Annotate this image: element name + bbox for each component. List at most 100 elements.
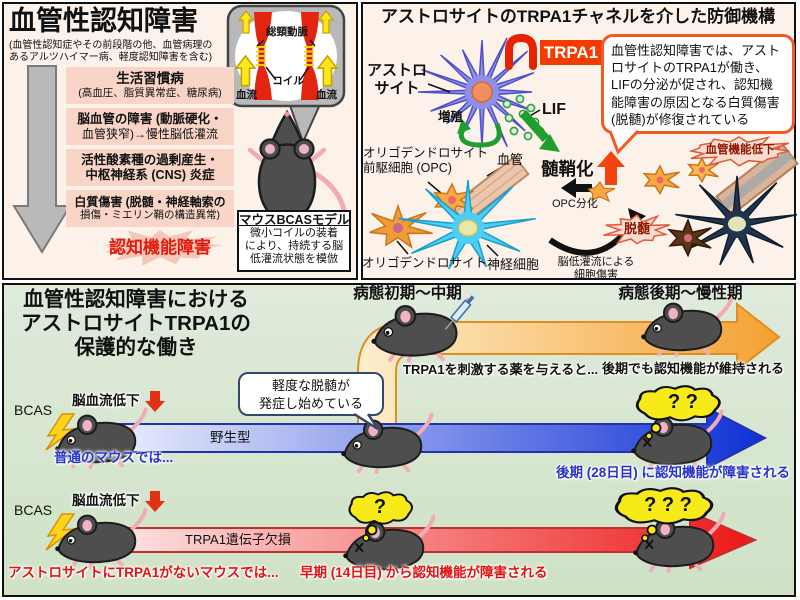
- cbf-down-arrow-icon: [145, 491, 165, 512]
- bcas-inset-body: [226, 4, 346, 108]
- cognitive-impairment-starburst: [105, 230, 222, 266]
- bloodflow-label-right: 血流: [316, 89, 337, 101]
- neuron-label: 神経細胞: [487, 257, 540, 272]
- stage-early-label: 病態初期〜中期: [353, 285, 462, 302]
- bcas-label-wt: BCAS: [14, 402, 53, 418]
- vascular-decline-starburst: [688, 136, 790, 167]
- bcas-model-text: 低灌流状態を模倣: [250, 252, 338, 265]
- opc-label-l2: 前駆細胞 (OPC): [363, 161, 452, 175]
- vessel-label: 血管: [497, 152, 524, 167]
- ko-mouse-note: アストロサイトにTRPA1がないマウスでは...: [8, 565, 279, 580]
- astrocyte-label: アストロ サイト: [366, 62, 428, 98]
- bcas-model-text: 微小コイルの装着: [250, 227, 338, 240]
- coil-label: コイル: [272, 75, 304, 87]
- drug-note: TRPA1を刺激する薬を与えると...: [403, 362, 599, 377]
- neuron-cell: [398, 179, 536, 270]
- factor-text: (高血圧、脂質異常症、糖尿病): [78, 87, 222, 100]
- subtitle-line2: あるアルツハイマー病、軽度認知障害を含む): [9, 52, 213, 63]
- opc-label-l1: オリゴデンドロサイト: [363, 146, 489, 160]
- bcas-model-text: により、持続する脳: [244, 240, 344, 253]
- bottom-title-l3: 保護的な働き: [74, 336, 198, 359]
- factor-text: 血管狭窄)→慢性脳低灌流: [82, 126, 218, 141]
- wildtype-arrow: [94, 406, 768, 470]
- knockout-arrow: [94, 510, 758, 570]
- late-impaired-note: 後期 (28日目) に認知機能が障害される: [556, 465, 791, 480]
- myelination-up-arrow-icon: [597, 151, 625, 185]
- hypoperfusion-l1: 脳低灌流による: [557, 256, 635, 268]
- thought-cloud-icon: [614, 486, 714, 542]
- demyelination-starburst: [603, 213, 670, 245]
- oligodendrocyte-cell: [369, 203, 433, 250]
- demyelination-onset-bubble: 軽度な脱髄が 発症し始めている: [238, 372, 384, 416]
- factor-text: 白質傷害 (脱髄・神経軸索の: [74, 195, 226, 210]
- factor-text: 中枢神経系 (CNS) 炎症: [85, 167, 215, 182]
- lif-label: LIF: [542, 101, 566, 118]
- factor-text: 生活習慣病: [116, 71, 184, 87]
- opc-label: オリゴデンドロサイト 前駆細胞 (OPC): [363, 146, 488, 176]
- bcas-model-box: マウスBCASモデル 微小コイルの装着 により、持続する脳 低灌流状態を模倣: [237, 210, 351, 272]
- lif-secretion-arrow-icon: [519, 110, 560, 152]
- carotid-artery-right-icon: [301, 12, 319, 100]
- bcas-model-title: マウスBCASモデル: [239, 213, 350, 227]
- panel-tl-title: 血管性認知障害: [9, 6, 198, 36]
- factor-box-lifestyle: 生活習慣病 (高血圧、脂質異常症、糖尿病): [66, 67, 234, 104]
- pointer-lines: [396, 83, 501, 257]
- opc-diff-label: OPC分化: [552, 198, 598, 210]
- hypoperfusion-l2: 細胞傷害: [574, 268, 618, 281]
- cognitive-impairment-label: 認知機能障害: [109, 238, 211, 257]
- progression-arrow-icon: [12, 65, 72, 254]
- factor-text: 損傷・ミエリン鞘の構造異常): [80, 209, 220, 222]
- astrocyte-cell: [417, 37, 535, 148]
- onset-bubble-l2: 発症し始めている: [258, 396, 363, 411]
- vascular-decline-label: 血管機能低下: [705, 144, 775, 156]
- normal-mouse-note: 普通のマウスでは...: [54, 450, 174, 465]
- factor-box-ros-inflammation: 活性酸素種の過剰産生・ 中枢神経系 (CNS) 炎症: [66, 149, 234, 186]
- demyelination-label: 脱髄: [623, 221, 650, 236]
- cloud-text-wt: ? ?: [668, 391, 698, 413]
- astrocyte-label-l1: アストロ: [366, 62, 427, 79]
- carotid-label: 総頸動脈: [266, 26, 308, 38]
- subtitle-line1: (血管性認知症やその前段階の他、血管病理の: [9, 40, 213, 51]
- cloud-text-ko-right: ? ? ?: [644, 494, 692, 516]
- astrocyte-label-l2: サイト: [374, 80, 420, 97]
- damaged-area-cells: [587, 143, 799, 266]
- thought-cloud-icon: [348, 491, 414, 542]
- trpa1-mechanism-bubble: 血管性認知障害では、アストロサイトのTRPA1が働き、LIFの分泌が促され、認知…: [601, 34, 795, 134]
- bubble-tail: [353, 413, 380, 431]
- factor-box-white-matter: 白質傷害 (脱髄・神経軸索の 損傷・ミエリン鞘の構造異常): [66, 190, 234, 227]
- opc-cell: [587, 180, 616, 203]
- myelination-label: 髄鞘化: [541, 159, 594, 179]
- oligodendrocyte-label: オリゴデンドロサイト: [362, 256, 488, 270]
- trpa1-badge: TRPA1: [540, 40, 602, 65]
- bubble-tail: [608, 130, 640, 155]
- thought-cloud-icon: [635, 384, 721, 440]
- bloodflow-label-left: 血流: [236, 89, 257, 101]
- cbf-label-ko: 脳血流低下: [72, 493, 140, 508]
- factor-box-cerebrovascular: 脳血管の障害 (動脈硬化・ 血管狭窄)→慢性脳低灌流: [66, 108, 234, 145]
- carotid-artery-left-icon: [254, 12, 272, 100]
- stage-late-label: 病態後期〜慢性期: [618, 285, 743, 302]
- panel-bottom-title: 血管性認知障害における アストロサイトTRPA1の 保護的な働き: [6, 288, 266, 360]
- maintained-note: 後期でも認知機能が維持される: [602, 361, 785, 376]
- bcas-label-ko: BCAS: [14, 502, 53, 518]
- bottom-title-l1: 血管性認知障害における: [23, 288, 249, 311]
- factor-text: 活性酸素種の過剰産生・: [81, 152, 219, 167]
- trpa1-mechanism-text: 血管性認知障害では、アストロサイトのTRPA1が働き、LIFの分泌が促され、認知…: [611, 43, 781, 127]
- panel-tr-title: アストロサイトのTRPA1チャネルを介した防御機構: [380, 7, 776, 26]
- early-impaired-note: 早期 (14日目) から認知機能が障害される: [300, 565, 548, 580]
- wildtype-label: 野生型: [210, 430, 251, 445]
- opc-differentiation-arrow-icon: [561, 178, 592, 198]
- factor-text: 脳血管の障害 (動脈硬化・: [77, 112, 223, 127]
- panel-tl-subtitle: (血管性認知症やその前段階の他、血管病理の あるアルツハイマー病、軽度認知障害を…: [9, 40, 212, 64]
- cbf-down-arrow-icon: [145, 391, 165, 412]
- syringe-icon: [444, 295, 475, 330]
- knockout-label: TRPA1遺伝子欠損: [185, 532, 291, 547]
- trpa1-channel-icon: [505, 33, 537, 70]
- bottom-title-l2: アストロサイトTRPA1の: [21, 312, 251, 335]
- cloud-text-ko-mid: ?: [373, 496, 387, 518]
- proliferation-arrow-icon: [457, 119, 502, 148]
- hypoperfusion-label: 脳低灌流による 細胞傷害: [546, 256, 646, 281]
- cbf-label-wt: 脳血流低下: [72, 393, 140, 408]
